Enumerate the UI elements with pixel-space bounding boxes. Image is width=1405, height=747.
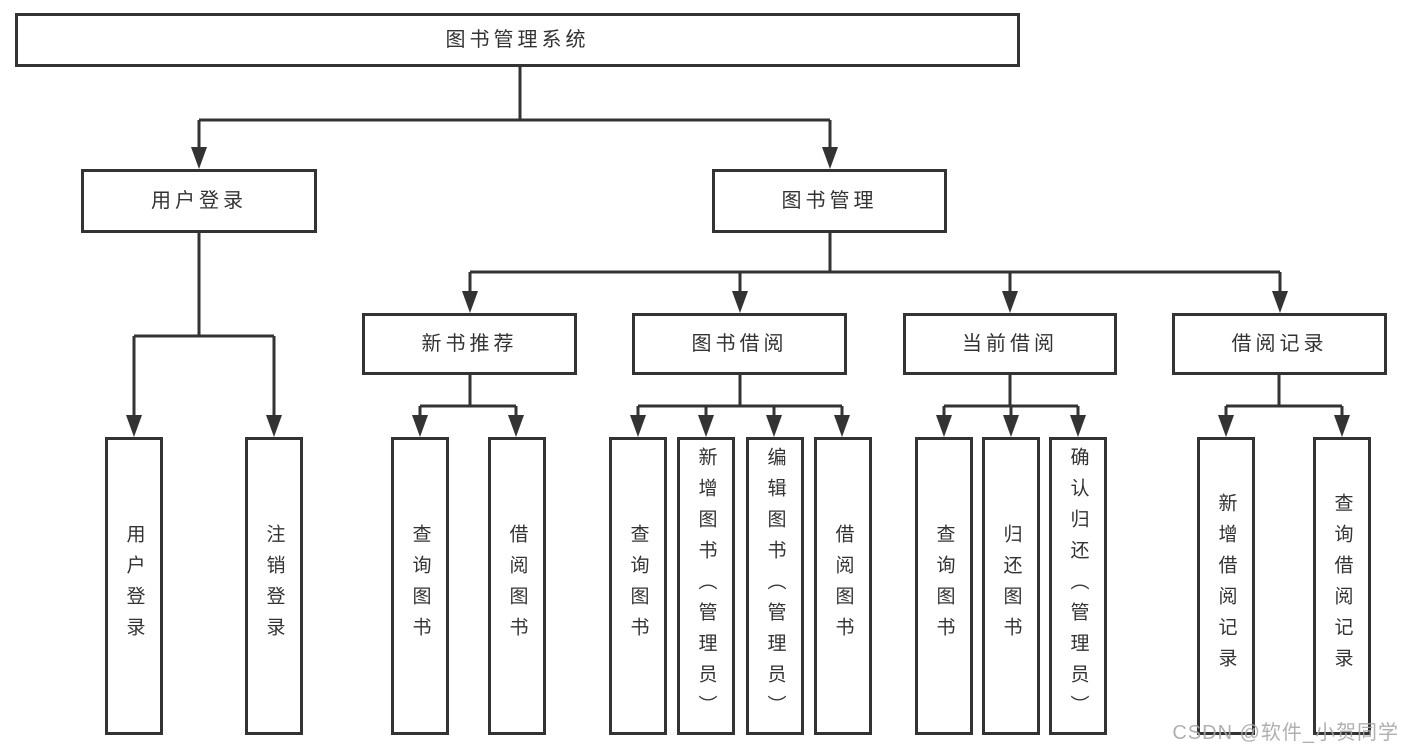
node-label: 当前借阅 (962, 333, 1058, 355)
leaf-return-books: 归还图书 (982, 437, 1040, 735)
leaf-borrow-books-recommend: 借阅图书 (488, 437, 546, 735)
leaf-borrow-books: 借阅图书 (814, 437, 872, 735)
node-label: 图书借阅 (691, 333, 788, 355)
leaf-confirm-return-admin: 确认归还（管理员） (1049, 437, 1107, 735)
node-label: 借阅记录 (1231, 333, 1328, 355)
csdn-watermark: CSDN @软件_小贺同学 (1172, 722, 1399, 744)
leaf-query-books-current: 查询图书 (915, 437, 973, 735)
node-label: 查询图书 (409, 524, 431, 648)
leaf-query-books-borrow: 查询图书 (609, 437, 667, 735)
node-book-management: 图书管理 (712, 169, 947, 233)
node-label: 图书管理 (781, 190, 878, 212)
node-label: 归还图书 (1000, 524, 1022, 648)
node-label: 用户登录 (151, 190, 247, 212)
node-label: 新增图书（管理员） (695, 446, 717, 726)
node-new-book-recommend: 新书推荐 (362, 313, 577, 375)
node-label: 查询借阅记录 (1331, 493, 1353, 679)
node-library-management-system: 图书管理系统 (15, 13, 1020, 67)
node-book-borrow: 图书借阅 (632, 313, 847, 375)
node-user-login: 用户登录 (81, 169, 317, 233)
node-label: 新书推荐 (421, 333, 518, 355)
node-label: 确认归还（管理员） (1067, 446, 1089, 726)
node-label: 新增借阅记录 (1215, 493, 1237, 679)
leaf-add-borrow-record: 新增借阅记录 (1197, 437, 1255, 735)
node-label: 注销登录 (263, 524, 285, 648)
leaf-add-books-admin: 新增图书（管理员） (677, 437, 735, 735)
leaf-user-login: 用户登录 (105, 437, 163, 735)
leaf-query-books-recommend: 查询图书 (391, 437, 449, 735)
leaf-query-borrow-record: 查询借阅记录 (1313, 437, 1371, 735)
node-label: 查询图书 (627, 524, 649, 648)
node-label: 图书管理系统 (445, 29, 590, 51)
node-label: 借阅图书 (506, 524, 528, 648)
node-current-borrow: 当前借阅 (903, 313, 1117, 375)
leaf-edit-books-admin: 编辑图书（管理员） (746, 437, 804, 735)
node-label: 查询图书 (933, 524, 955, 648)
leaf-logout: 注销登录 (245, 437, 303, 735)
node-label: 编辑图书（管理员） (764, 446, 786, 726)
node-borrow-records: 借阅记录 (1172, 313, 1387, 375)
node-label: 用户登录 (123, 524, 145, 648)
node-label: 借阅图书 (832, 524, 854, 648)
